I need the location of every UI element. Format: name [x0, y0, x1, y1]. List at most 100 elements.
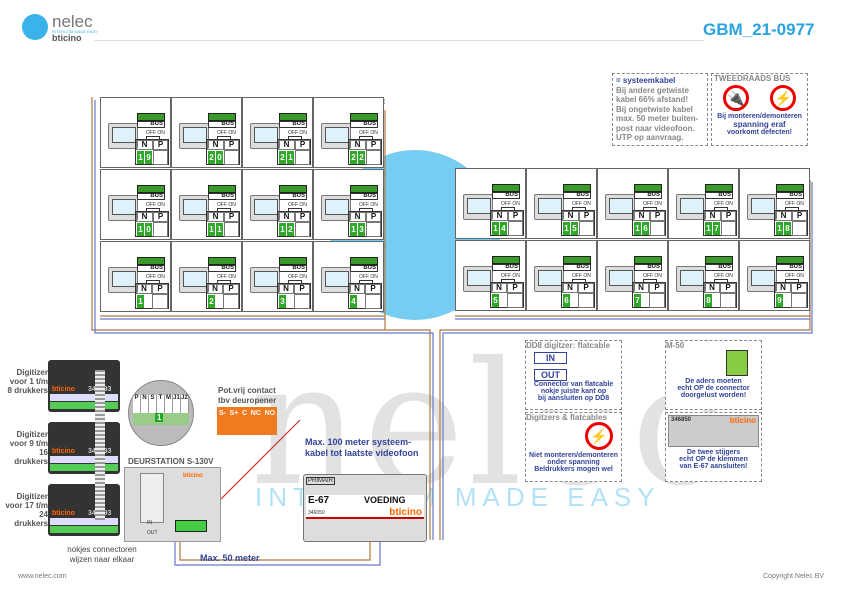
unit-digit: 2: [279, 151, 286, 164]
off-on-label: OFF ON: [501, 201, 520, 207]
n-label: N: [775, 211, 792, 221]
off-on-label: OFF ON: [785, 273, 804, 279]
digitizer-label: Digitizer voor 9 t/m 16 drukkers: [9, 430, 48, 466]
p-cell: [224, 150, 239, 165]
monitor-icon: [179, 195, 209, 221]
max-100-label: Max. 100 meter systeem-kabel tot laatste…: [305, 437, 419, 459]
off-on-label: OFF ON: [217, 202, 236, 208]
unit-digit: 3: [279, 295, 286, 308]
dd8-title: DD8 digitzer: flatcable: [526, 341, 611, 350]
note-line: UTP op aanvraag.: [616, 133, 684, 142]
e67-part: 346050: [308, 510, 325, 516]
monitor-icon: [250, 267, 280, 293]
monitor-icon: [605, 194, 635, 220]
off-on-label: OFF ON: [288, 202, 307, 208]
bus-label: BUS: [776, 264, 804, 271]
unit-number: 6: [562, 293, 578, 308]
p-label: P: [294, 284, 310, 294]
note-line: max. 50 meter buiten-: [616, 114, 699, 123]
contact-title-1: Pot.vrij contact: [218, 386, 276, 395]
footer-url[interactable]: www.nelec.com: [18, 573, 67, 580]
unit-digit: 2: [208, 295, 215, 308]
digitizer-label: Digitizer voor 1 t/m 8 drukkers: [7, 368, 48, 395]
bus-terminal-block: [563, 184, 591, 192]
n-label: N: [491, 283, 507, 293]
monitor-icon: [321, 195, 351, 221]
p-cell: [579, 221, 594, 236]
max-100-line-2: kabel tot laatste videofoon: [305, 448, 419, 458]
p-cell: [223, 294, 239, 309]
p-label: P: [720, 283, 736, 293]
bus-terminal-block: [137, 257, 165, 265]
unit-digit: 7: [634, 294, 641, 307]
unit-number: 7: [633, 293, 649, 308]
n-label: N: [633, 211, 650, 221]
off-on-label: OFF ON: [288, 130, 307, 136]
bus-terminal-block: [563, 256, 591, 264]
monitor-icon: [534, 266, 564, 292]
unit-digit: 3: [358, 223, 365, 236]
no-voltage-icon: ⚡: [770, 85, 797, 111]
bus-terminal-block: [208, 185, 236, 193]
dd8-line: bij aansluiten op DD8: [537, 395, 610, 402]
p-cell: [365, 294, 381, 309]
digitizer-1: bticino346993: [48, 360, 120, 412]
p-cell: [366, 150, 381, 165]
p-label: P: [579, 211, 594, 221]
zoom-terminal-label: J1: [173, 395, 181, 413]
bus-terminal-block: [279, 185, 307, 193]
p-cell: [791, 293, 807, 308]
bus-terminal-block: [634, 256, 662, 264]
n-label: N: [633, 283, 649, 293]
unit-number: 9: [775, 293, 791, 308]
monitor-icon: [179, 267, 209, 293]
primair-label: PRIMAIR: [306, 477, 336, 485]
p-label: P: [153, 212, 168, 222]
unit-number: 8: [704, 293, 720, 308]
nokjes-note: nokjes connectoren wijzen naar elkaar: [67, 545, 137, 564]
p-label: P: [507, 283, 523, 293]
bus-terminal-block: [492, 256, 520, 264]
n-label: N: [349, 212, 366, 222]
zoom-terminal-label: J2: [181, 395, 189, 413]
bus-terminal-block: [208, 113, 236, 121]
note-line: kabel 66% afstand!: [616, 95, 689, 104]
p-cell: [294, 294, 310, 309]
bus-terminal-block: [137, 185, 165, 193]
note-line: Bij ongetwiste kabel: [616, 104, 693, 114]
p-label: P: [295, 212, 310, 222]
contact-title-2: tbv deuropener: [218, 396, 277, 405]
unit-digit: 1: [492, 222, 499, 235]
n-label: N: [136, 140, 153, 150]
monitor-icon: [463, 266, 493, 292]
max-100-line-1: Max. 100 meter systeem-: [305, 437, 412, 447]
unit-digit: 0: [216, 151, 223, 164]
p-cell: [508, 221, 523, 236]
bus-label: BUS: [208, 121, 236, 128]
partner-logo: bticino: [52, 33, 82, 43]
m50-line: doorgelust worden!: [680, 392, 747, 399]
unit-digit: 1: [137, 223, 144, 236]
p-cell: [366, 222, 381, 237]
in-label: IN: [534, 352, 567, 364]
bus-label: BUS: [634, 264, 662, 271]
unit-digit: 6: [563, 294, 570, 307]
bus-terminal-block: [492, 184, 520, 192]
p-cell: [153, 150, 168, 165]
